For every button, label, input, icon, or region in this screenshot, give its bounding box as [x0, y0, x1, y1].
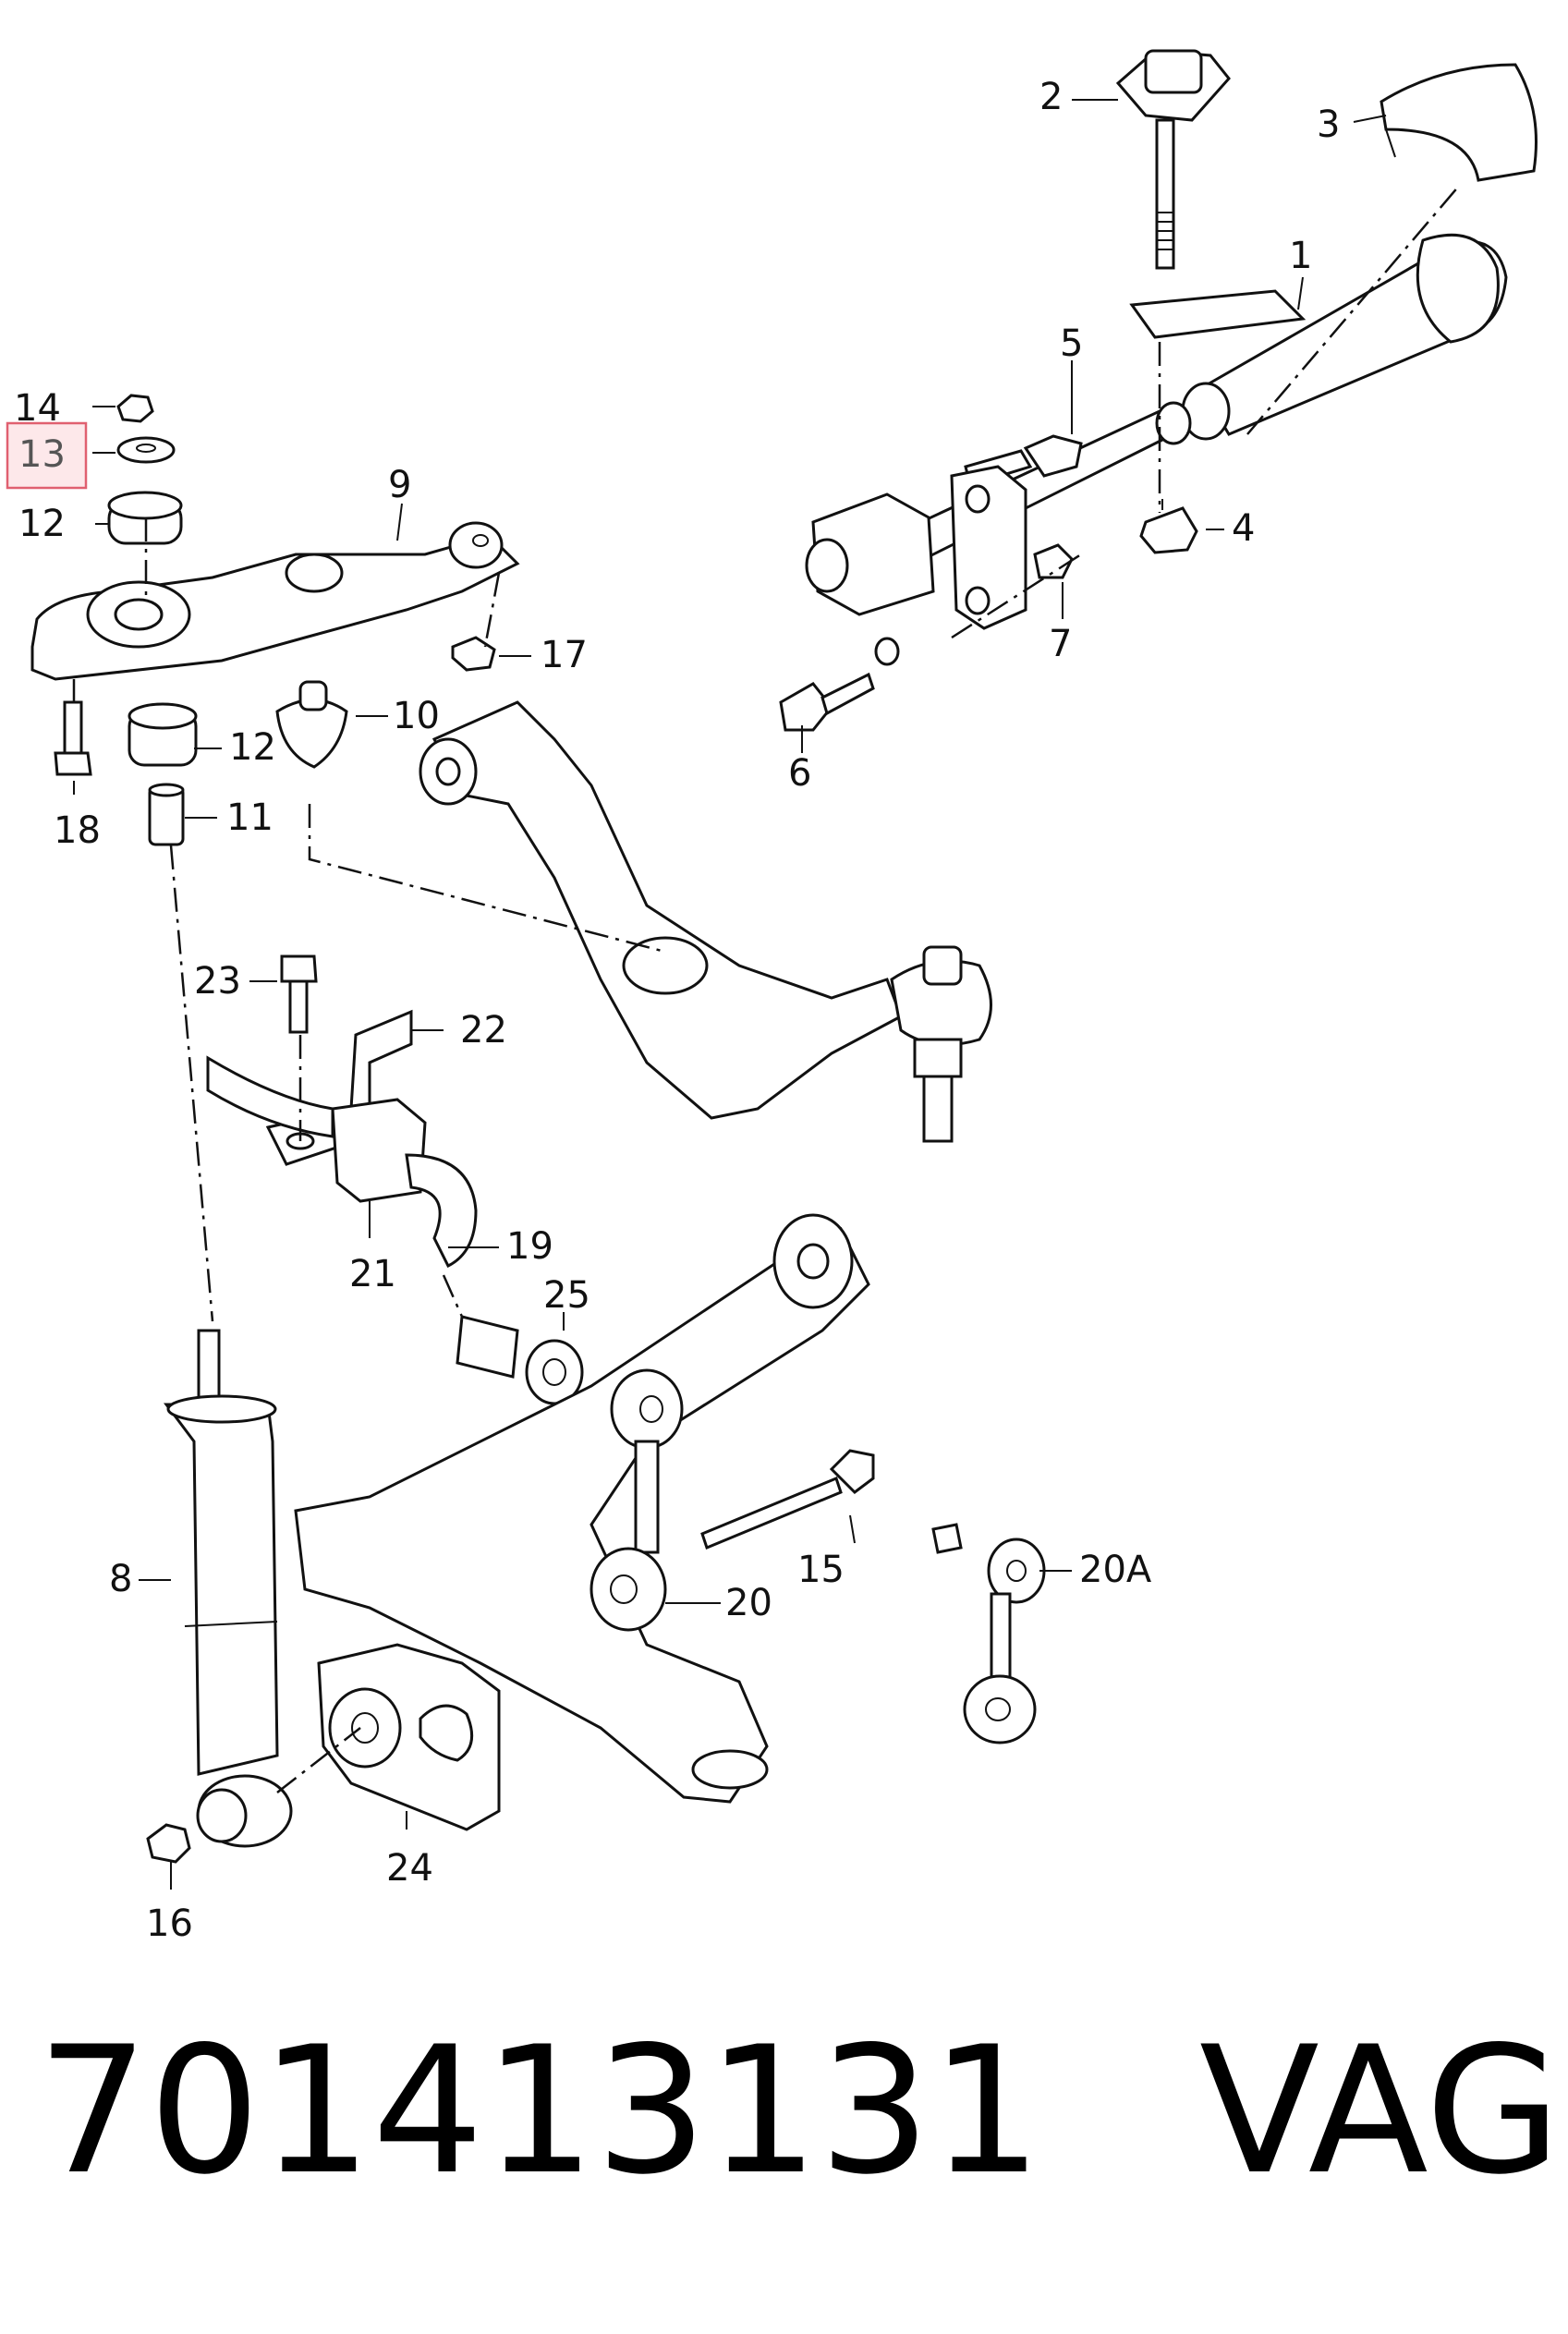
- callout-19: 19: [506, 1225, 553, 1268]
- lower-control-arm: [294, 1213, 870, 1804]
- callout-6: 6: [788, 752, 811, 795]
- assembly-lines: [72, 184, 1461, 1793]
- bolt-2: [1115, 49, 1231, 270]
- callout-22: 22: [460, 1009, 507, 1052]
- stabilizer-end-19: [206, 1055, 478, 1269]
- callout-13: 13: [18, 433, 66, 476]
- callout-23: 23: [194, 960, 241, 1003]
- highlight-box-13: [6, 421, 88, 490]
- washer-13: [116, 436, 176, 464]
- callout-7: 7: [1049, 623, 1072, 665]
- leader-lines: [73, 99, 1387, 1890]
- callout-4: 4: [1232, 507, 1255, 550]
- callout-24: 24: [386, 1847, 433, 1890]
- callout-8: 8: [109, 1558, 132, 1600]
- rubber-mount-21: [331, 1098, 427, 1203]
- bushing-25: [456, 1315, 584, 1405]
- callout-15: 15: [797, 1549, 845, 1591]
- callout-12b: 12: [229, 726, 276, 769]
- bump-stop-10: [275, 680, 348, 769]
- rubber-bushing-12-lower: [128, 702, 198, 767]
- ball-joint: [890, 945, 992, 1143]
- nut-14: [116, 394, 154, 423]
- callout-25: 25: [543, 1274, 590, 1317]
- bracket-plate-24: [317, 1643, 501, 1831]
- nut-17: [451, 636, 496, 672]
- callout-1: 1: [1289, 235, 1312, 277]
- bolt-6: [779, 672, 875, 732]
- callout-labels: 1 2 3 4 5 6 7 8 9 10 11 12 12 13 14 15 1…: [14, 76, 1340, 1945]
- shock-absorber-8: [164, 1329, 293, 1848]
- callout-18: 18: [54, 809, 101, 852]
- cap-3: [1380, 63, 1538, 182]
- nut-7: [1033, 543, 1074, 579]
- part-number: 701413131: [37, 2009, 1042, 2213]
- callout-3: 3: [1317, 103, 1340, 146]
- link-20: [590, 1368, 684, 1632]
- bolt-18: [54, 700, 92, 776]
- callout-20: 20: [725, 1582, 772, 1624]
- callout-20a: 20A: [1079, 1549, 1152, 1591]
- nut-16: [146, 1823, 191, 1864]
- nut-4: [1139, 499, 1198, 554]
- callout-14: 14: [14, 387, 61, 430]
- callout-16: 16: [146, 1902, 193, 1945]
- callout-17: 17: [541, 634, 588, 676]
- callout-10: 10: [393, 695, 440, 737]
- callout-5: 5: [1060, 322, 1083, 365]
- bolt-15: [700, 1449, 875, 1550]
- callout-12a: 12: [18, 503, 66, 545]
- brand-name: VAG: [1198, 2009, 1562, 2213]
- callout-11: 11: [226, 796, 273, 839]
- upper-control-arm-9: [30, 521, 520, 681]
- callout-9: 9: [388, 464, 411, 506]
- bolt-23: [280, 954, 318, 1034]
- sleeve-11: [148, 783, 185, 846]
- link-20a: [931, 1523, 1046, 1744]
- callout-21: 21: [349, 1253, 396, 1295]
- stabilizer-clamp: [805, 465, 1027, 666]
- upper-wishbone: [419, 700, 903, 1120]
- callout-2: 2: [1039, 76, 1063, 118]
